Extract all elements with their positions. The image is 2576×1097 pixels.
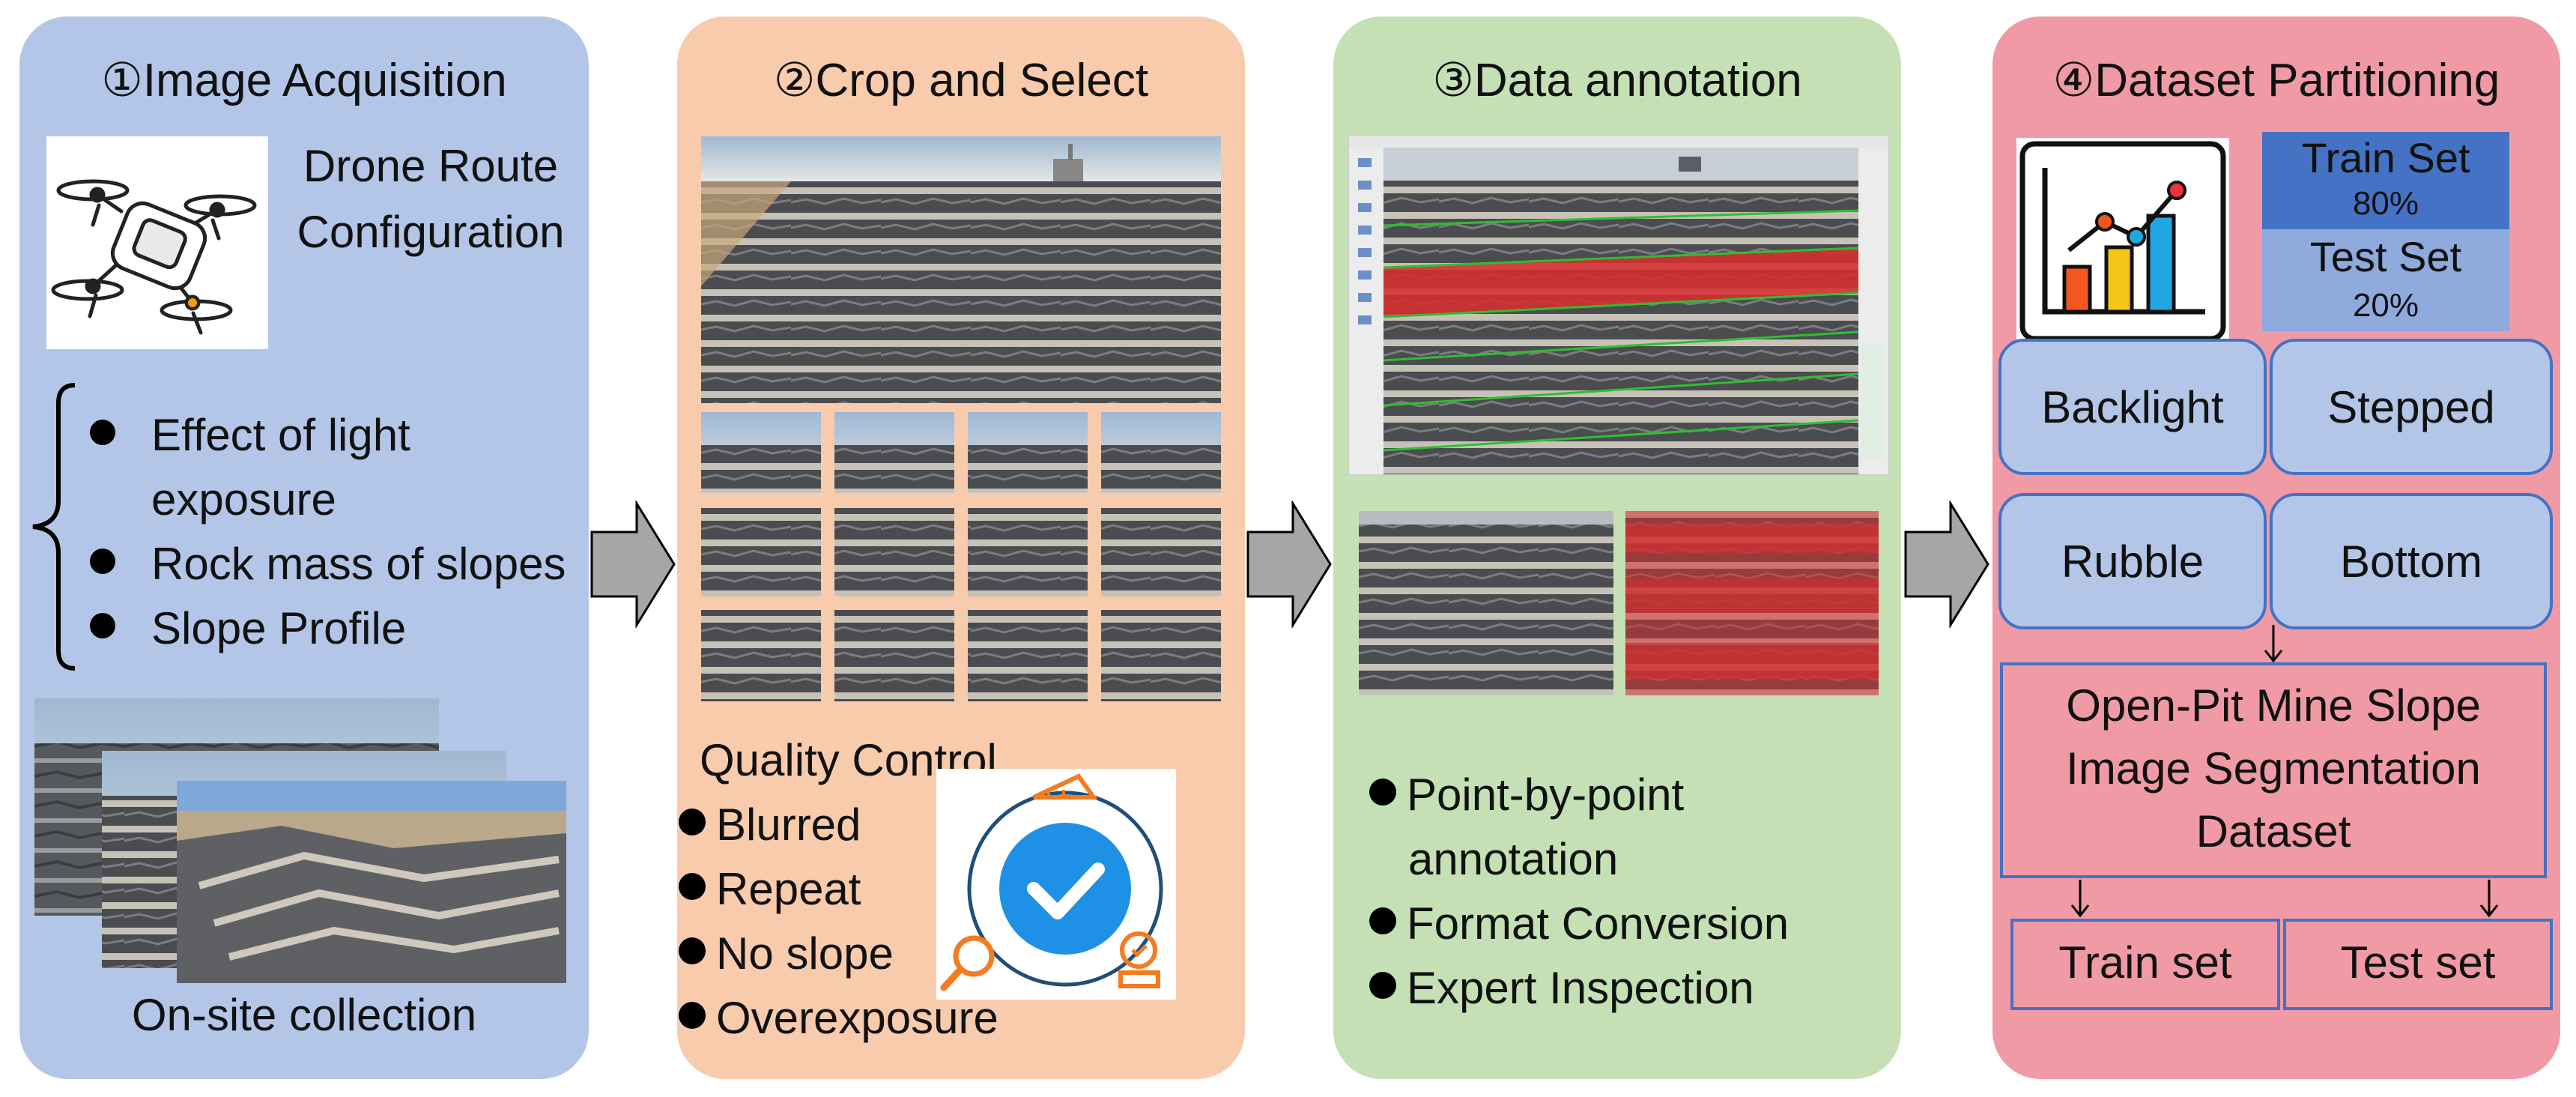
category-stepped: Stepped [2270, 339, 2553, 475]
category-rubble: Rubble [1998, 493, 2267, 629]
annotation-item-continued: annotation [1408, 834, 1619, 884]
bullet [679, 809, 706, 836]
factor-item: Rock mass of slopes [90, 532, 566, 596]
bar-chart-icon-tile [2016, 138, 2229, 345]
factor-item: Slope Profile [90, 596, 406, 661]
bullet [679, 1002, 706, 1030]
drone-label: Drone Route Configuration [297, 141, 565, 257]
stage-title: ②Crop and Select [773, 55, 1149, 106]
site-photos [34, 698, 566, 983]
check-circle-icon [999, 823, 1131, 955]
train-set-share: Train Set 80% [2262, 132, 2509, 229]
slope-image [1359, 511, 1613, 695]
magnifier-icon [940, 935, 995, 991]
bullet [90, 548, 115, 575]
drone-icon [51, 179, 257, 335]
stage-image-acquisition: ①Image Acquisition [19, 16, 589, 1079]
drone-image [46, 136, 268, 349]
split-arrow-train [2070, 880, 2090, 918]
factor-item-continued: exposure [151, 474, 336, 525]
stage-dataset-partitioning: ④Dataset Partitioning Train Set 80% Test… [1992, 16, 2560, 1079]
flow-arrow [590, 501, 676, 628]
stage-title: ④Dataset Partitioning [2052, 55, 2500, 106]
stage-crop-and-select: ②Crop and Select Quality Control Blurred… [677, 16, 1245, 1079]
test-set-label: Test Set [2309, 233, 2462, 280]
annotation-item: Point-by-point [1369, 763, 1684, 827]
annotation-item: Format Conversion [1369, 892, 1789, 956]
category-backlight: Backlight [1998, 339, 2267, 475]
bullet [1369, 907, 1396, 935]
bullet [90, 420, 115, 446]
flow-arrow [1904, 501, 1989, 628]
quality-item: No slope [679, 922, 894, 986]
ruler-icon [1032, 773, 1098, 800]
train-set-percent: 80% [2352, 185, 2419, 222]
award-badge-icon [1118, 931, 1160, 988]
bullet [679, 937, 706, 965]
bullet [1369, 779, 1396, 806]
test-split-box: Test set [2283, 919, 2553, 1010]
quality-item: Blurred [679, 793, 861, 857]
quality-check-graphic [936, 769, 1176, 1000]
factor-brace [32, 383, 76, 671]
factor-item: Effect of light [90, 403, 410, 468]
slope-photo-full [701, 136, 1221, 403]
bar-chart-icon [2019, 141, 2226, 342]
stage-title: ①Image Acquisition [101, 55, 507, 106]
bullet [1369, 972, 1396, 1000]
quality-item: Repeat [679, 857, 861, 922]
test-set-share: Test Set 20% [2262, 229, 2509, 331]
site-caption: On-site collection [131, 990, 477, 1040]
train-set-label: Train Set [2301, 134, 2470, 181]
quality-item: Overexposure [679, 986, 998, 1051]
stage-title: ③Data annotation [1432, 55, 1802, 106]
segmentation-mask [1625, 511, 1879, 695]
category-bottom: Bottom [2270, 493, 2553, 629]
split-arrow-test [2479, 880, 2499, 918]
bullet [90, 613, 115, 639]
down-arrow [2264, 625, 2283, 663]
annotation-tool-screenshot [1348, 135, 1889, 475]
annotation-item: Expert Inspection [1369, 956, 1754, 1021]
bullet [679, 873, 706, 901]
train-split-box: Train set [2010, 919, 2280, 1010]
dataset-box: Open-Pit Mine Slope Image Segmentation D… [2000, 662, 2547, 878]
flow-arrow [1246, 501, 1332, 628]
test-set-percent: 20% [2352, 287, 2419, 324]
stage-data-annotation: ③Data annotation [1333, 16, 1901, 1079]
cropped-tiles [701, 412, 1221, 701]
